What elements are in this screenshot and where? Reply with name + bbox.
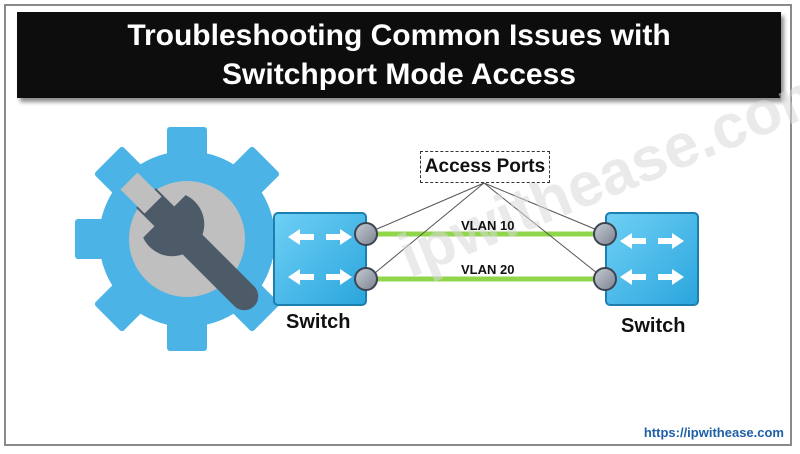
vlan-20-label: VLAN 20 xyxy=(461,262,515,277)
right-switch-label: Switch xyxy=(621,315,686,337)
access-port-pointers xyxy=(369,182,603,278)
title-banner: Troubleshooting Common Issues with Switc… xyxy=(17,12,781,98)
right-port-vlan-10 xyxy=(593,222,617,246)
left-switch-label: Switch xyxy=(286,311,351,333)
wrench-icon xyxy=(120,172,259,311)
access-ports-label: Access Ports xyxy=(420,151,550,183)
right-port-vlan-20 xyxy=(593,267,617,291)
right-switch xyxy=(605,212,699,306)
page-title: Troubleshooting Common Issues with Switc… xyxy=(127,19,671,91)
footer-url-link[interactable]: https://ipwithease.com xyxy=(643,425,784,440)
left-port-vlan-10 xyxy=(354,222,378,246)
left-switch xyxy=(273,212,367,306)
vlan-10-label: VLAN 10 xyxy=(461,218,515,233)
left-port-vlan-20 xyxy=(354,267,378,291)
